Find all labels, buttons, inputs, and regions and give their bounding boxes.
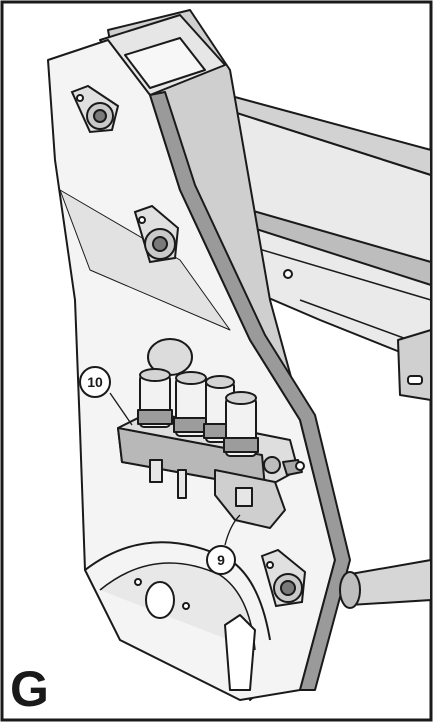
pivot-pin-middle xyxy=(133,204,180,264)
callout-10: 10 xyxy=(79,366,111,398)
quick-coupler-1 xyxy=(137,368,173,428)
boom-end-cap xyxy=(397,329,432,401)
lower-slot xyxy=(224,614,256,691)
main-bracket xyxy=(47,9,351,701)
quick-coupler-2 xyxy=(173,371,209,437)
pivot-pin-lower xyxy=(260,548,307,608)
panel-label: G xyxy=(10,661,49,717)
pivot-hole xyxy=(145,581,175,619)
callout-9: 9 xyxy=(206,545,236,575)
cross-shaft xyxy=(339,558,432,609)
callout-10-label: 10 xyxy=(87,374,103,390)
bracket-edge xyxy=(149,91,351,691)
coupler-block xyxy=(117,368,305,529)
callout-10-leader xyxy=(109,392,133,426)
quick-coupler-4 xyxy=(223,391,259,457)
pivot-pin-upper xyxy=(70,84,120,134)
callout-9-label: 9 xyxy=(217,552,225,568)
callout-9-leader xyxy=(224,514,241,546)
